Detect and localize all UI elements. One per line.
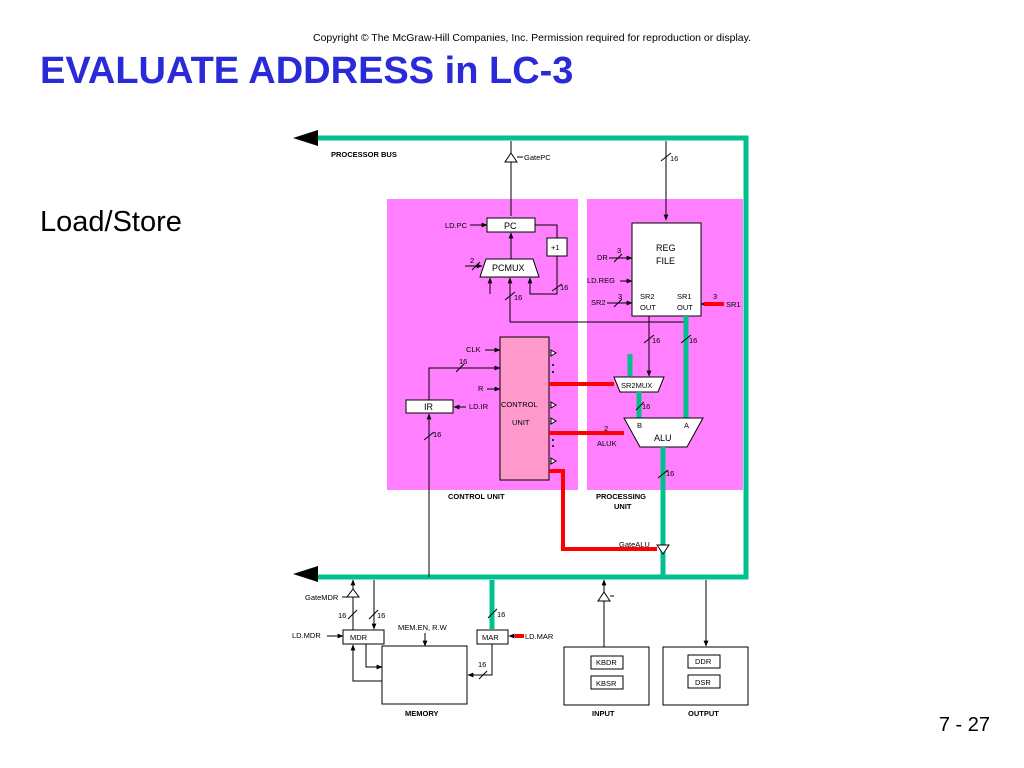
alu-b-label: B [637, 421, 642, 430]
kbdr-label: KBDR [596, 658, 617, 667]
alu-label: ALU [654, 433, 672, 443]
reg-file-label-1: REG [656, 243, 676, 253]
copyright-notice: Copyright © The McGraw-Hill Companies, I… [312, 32, 752, 44]
ld-mdr-label: LD.MDR [292, 631, 321, 640]
input-label: INPUT [592, 709, 615, 718]
memory-block [381, 645, 468, 705]
ir-width: 16 [459, 357, 467, 366]
clk-label: CLK [466, 345, 481, 354]
dsr-register [687, 674, 721, 689]
sr2-label: SR2 [591, 298, 606, 307]
input-tristate [597, 591, 611, 602]
output-label: OUTPUT [688, 709, 719, 718]
alu-out-width: 16 [666, 469, 674, 478]
plus-one-label: +1 [551, 243, 560, 252]
control-unit-label: CONTROL UNIT [448, 492, 505, 501]
gatemdr-label: GateMDR [305, 593, 339, 602]
memory-label: MEMORY [405, 709, 438, 718]
sr1-out-label-2: OUT [677, 303, 693, 312]
pc-label: PC [504, 221, 517, 231]
reg-file-label-2: FILE [656, 256, 675, 266]
mar-width: 16 [497, 610, 505, 619]
ld-ir-label: LD.IR [469, 402, 489, 411]
pcmux-sel-width: 2 [470, 256, 474, 265]
control-box-label-2: UNIT [512, 418, 530, 427]
sr1-out-label-1: SR1 [677, 292, 692, 301]
gatealu-label: GateALU [619, 540, 650, 549]
processor-bus-top [293, 130, 749, 582]
mar-label: MAR [482, 633, 499, 642]
ld-reg-label: LD.REG [587, 276, 615, 285]
alu-a-label: A [684, 421, 689, 430]
alu [623, 417, 704, 448]
mem-en-rw-label: MEM.EN, R.W [398, 623, 448, 632]
gatepc-tristate [504, 141, 523, 216]
gatemdr-tristate [346, 588, 360, 598]
ir-out-width: 16 [433, 430, 441, 439]
gatealu-tristate [656, 544, 670, 555]
r-label: R [478, 384, 484, 393]
kbsr-register [590, 675, 624, 690]
sr2mux-label: SR2MUX [621, 381, 652, 390]
slide-subtitle: Load/Store [40, 206, 182, 238]
sr2mux [613, 376, 665, 393]
pcmux [479, 258, 540, 278]
sr2-width: 3 [618, 292, 622, 301]
processing-unit-label-1: PROCESSING [596, 492, 646, 501]
processing-unit-label-2: UNIT [614, 502, 632, 511]
sr2mux-out-width: 16 [642, 402, 650, 411]
mdr-width-b: 16 [377, 611, 385, 620]
dr-width: 3 [617, 246, 621, 255]
ld-mar-label: LD.MAR [525, 632, 554, 641]
aluk-label: ALUK [597, 439, 617, 448]
sr1-out-width: 16 [689, 336, 697, 345]
mem-addr-width: 16 [478, 660, 486, 669]
ddr-register [687, 654, 721, 669]
sr1-width: 3 [713, 292, 717, 301]
sr1-label: SR1 [726, 300, 741, 309]
dr-label: DR [597, 253, 608, 262]
ir-label: IR [424, 402, 434, 412]
kbsr-label: KBSR [596, 679, 617, 688]
sr2-out-label-2: OUT [640, 303, 656, 312]
pc-incr-width: 16 [560, 283, 568, 292]
control-box-label-1: CONTROL [501, 400, 538, 409]
aluk-width: 2 [604, 424, 608, 433]
mdr-width-a: 16 [338, 611, 346, 620]
kbdr-register [590, 655, 624, 670]
dsr-label: DSR [695, 678, 711, 687]
sr2-out-width: 16 [652, 336, 660, 345]
pcmux-in-width: 16 [514, 293, 522, 302]
slide-title: EVALUATE ADDRESS in LC-3 [40, 50, 574, 92]
ir-register [405, 399, 454, 414]
mdr-label: MDR [350, 633, 368, 642]
register-file [631, 222, 702, 317]
gatepc-label: GatePC [524, 153, 551, 162]
ddr-label: DDR [695, 657, 712, 666]
ld-pc-label: LD.PC [445, 221, 468, 230]
bus-width-label: 16 [670, 154, 678, 163]
sr2-out-label-1: SR2 [640, 292, 655, 301]
pcmux-label: PCMUX [492, 263, 525, 273]
processor-bus-label: PROCESSOR BUS [331, 150, 397, 159]
control-unit-block [499, 336, 550, 481]
page-number: 7 - 27 [938, 714, 990, 736]
